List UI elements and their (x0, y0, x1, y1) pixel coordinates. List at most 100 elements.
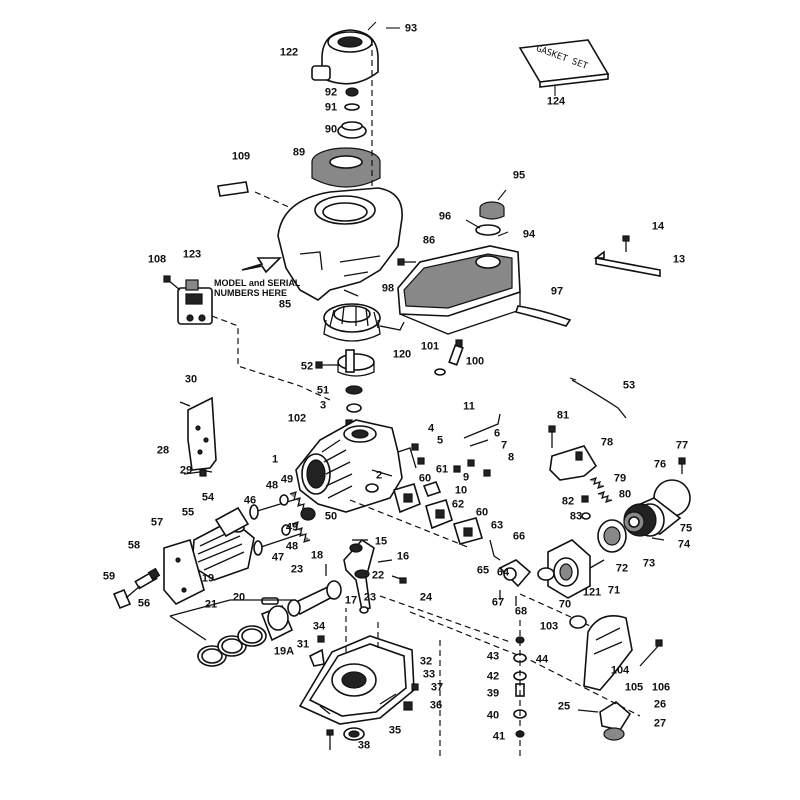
callout-18: 18 (310, 549, 324, 562)
callout-123: 123 (182, 248, 202, 261)
muffler-deflector (577, 701, 632, 741)
callout-4: 4 (427, 422, 435, 435)
starter-cup (315, 349, 375, 377)
callout-121: 121 (582, 586, 602, 599)
callout-5: 5 (436, 434, 444, 447)
callout-20: 20 (232, 591, 246, 604)
fuel-tank (397, 245, 521, 335)
callout-35: 35 (388, 724, 402, 737)
callout-91: 91 (324, 101, 338, 114)
callout-66: 66 (512, 530, 526, 543)
callout-38: 38 (357, 739, 371, 752)
callout-27: 27 (653, 717, 667, 730)
gasket-set-card (518, 39, 610, 96)
blower-housing (277, 187, 403, 301)
callout-108: 108 (147, 253, 167, 266)
head-gasket (214, 506, 250, 538)
callout-80: 80 (618, 488, 632, 501)
crankshaft (343, 538, 407, 614)
callout-10: 10 (454, 484, 468, 497)
flywheel (323, 289, 405, 342)
fuel-line (514, 305, 572, 327)
callout-95: 95 (512, 169, 526, 182)
callout-70: 70 (558, 598, 572, 611)
callout-32: 32 (419, 655, 433, 668)
washer-51 (345, 385, 363, 395)
callout-97: 97 (550, 285, 564, 298)
callout-31: 31 (296, 638, 310, 651)
crankcase-cover (298, 635, 415, 750)
control-bracket (548, 425, 598, 481)
callout-102: 102 (287, 412, 307, 425)
callout-89: 89 (292, 146, 306, 159)
part-31 (308, 648, 325, 667)
gasket-103 (569, 615, 587, 629)
intake-tube (498, 559, 532, 606)
callout-124: 124 (546, 95, 566, 108)
callout-49b: 49 (285, 521, 299, 534)
carburetor (537, 539, 605, 599)
part-34 (317, 635, 325, 643)
callout-50: 50 (324, 510, 338, 523)
callout-94: 94 (522, 228, 536, 241)
callout-53: 53 (622, 379, 636, 392)
callout-90: 90 (324, 123, 338, 136)
callout-49a: 49 (280, 473, 294, 486)
callout-98: 98 (381, 282, 395, 295)
screw-86 (397, 258, 416, 266)
callout-13: 13 (672, 253, 686, 266)
callout-7: 7 (500, 439, 508, 452)
callout-48b: 48 (285, 540, 299, 553)
callout-15: 15 (374, 535, 388, 548)
muffler (583, 615, 663, 691)
callout-55: 55 (181, 506, 195, 519)
model-serial-note-line2: NUMBERS HERE (214, 288, 288, 298)
screw-37 (411, 683, 419, 691)
spark-plug (112, 567, 161, 610)
valve-train (249, 491, 316, 556)
callout-28: 28 (156, 444, 170, 457)
callout-101: 101 (420, 340, 440, 353)
callout-34: 34 (312, 620, 326, 633)
callout-56: 56 (137, 597, 151, 610)
callout-36: 36 (429, 699, 443, 712)
callout-30: 30 (184, 373, 198, 386)
callout-82: 82 (561, 495, 575, 508)
cylinder-shroud (163, 538, 205, 605)
model-serial-note-line1: MODEL and SERIAL (214, 278, 301, 288)
cylinder-block (295, 419, 417, 513)
callout-73: 73 (642, 557, 656, 570)
callout-43: 43 (486, 650, 500, 663)
callout-76: 76 (653, 458, 667, 471)
callout-2: 2 (375, 469, 383, 482)
callout-79: 79 (613, 472, 627, 485)
callout-33: 33 (422, 668, 436, 681)
callout-29: 29 (179, 464, 193, 477)
callout-71: 71 (607, 584, 621, 597)
callout-23b: 23 (363, 591, 377, 604)
callout-24: 24 (419, 591, 433, 604)
piston-assembly (169, 597, 296, 667)
callout-23a: 23 (290, 563, 304, 576)
callout-68: 68 (514, 605, 528, 618)
callout-42: 42 (486, 670, 500, 683)
key-3 (346, 403, 362, 413)
plug-36 (403, 701, 413, 711)
callout-52: 52 (300, 360, 314, 373)
air-filter-stack (311, 87, 381, 188)
intake-gaskets (349, 481, 501, 561)
callout-72: 72 (615, 562, 629, 575)
callout-54: 54 (201, 491, 215, 504)
callout-8: 8 (507, 451, 515, 464)
callout-14: 14 (651, 220, 665, 233)
callout-1: 1 (271, 453, 279, 466)
connecting-rod (287, 564, 342, 617)
callout-57: 57 (150, 516, 164, 529)
callout-96: 96 (438, 210, 452, 223)
oil-seal-35-core (348, 730, 360, 738)
callout-92: 92 (324, 86, 338, 99)
callout-39: 39 (486, 687, 500, 700)
callout-109: 109 (231, 150, 251, 163)
